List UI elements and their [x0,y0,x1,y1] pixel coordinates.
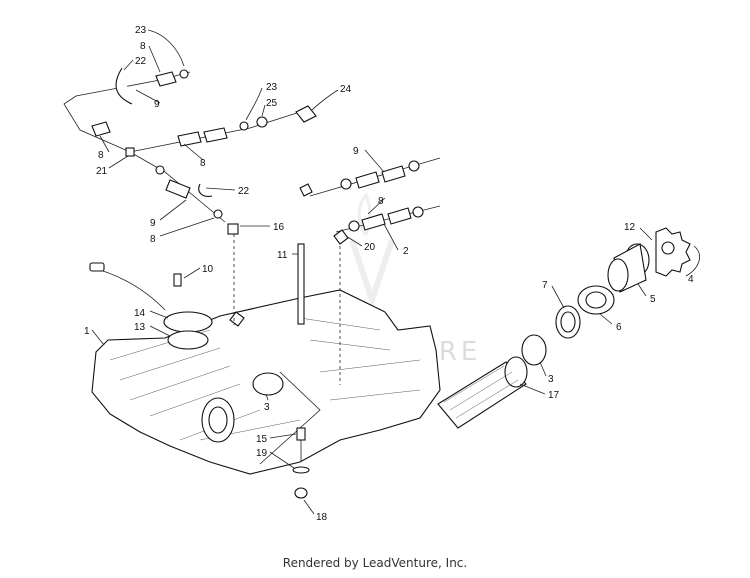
callout-21: 21 [96,166,108,177]
fuel-sender-unit [89,262,213,350]
callout-23a: 23 [135,25,147,36]
callout-20: 20 [364,242,376,253]
callout-6: 6 [616,322,622,333]
callout-11: 11 [277,250,288,261]
callout-9c: 9 [353,146,359,157]
callout-23b: 23 [266,82,278,93]
callout-4: 4 [688,274,694,285]
callout-1: 1 [84,326,90,337]
callout-2: 2 [403,246,409,257]
callout-19: 19 [256,448,268,459]
render-credit: Rendered by LeadVenture, Inc. [282,556,468,570]
callout-8b: 8 [98,150,104,161]
callout-leaders [91,29,700,515]
callout-9a: 9 [154,99,160,110]
right-vent-lines [297,157,441,385]
callout-15: 15 [256,434,268,445]
callout-17: 17 [548,390,560,401]
callout-22a: 22 [135,56,147,67]
callout-22b: 22 [238,186,250,197]
callout-3b: 3 [548,374,554,385]
callout-8e: 8 [378,196,384,207]
vent-lines [63,67,317,325]
callout-8d: 8 [150,234,156,245]
callout-16: 16 [273,222,285,233]
callout-24: 24 [340,84,352,95]
callout-13: 13 [134,322,146,333]
mount-hardware [292,427,310,499]
callout-3a: 3 [264,402,270,413]
callout-18: 18 [316,512,328,523]
callout-10: 10 [202,264,214,275]
callout-8c: 8 [200,158,206,169]
callout-7: 7 [542,280,548,291]
callout-12: 12 [624,222,636,233]
callout-labels: 23 8 22 9 8 21 23 25 24 8 22 9 8 16 9 8 … [84,25,694,523]
callout-5: 5 [650,294,656,305]
callout-25: 25 [266,98,278,109]
callout-14: 14 [134,308,146,319]
callout-9b: 9 [150,218,156,229]
callout-8a: 8 [140,41,146,52]
filler-assembly [252,227,691,429]
